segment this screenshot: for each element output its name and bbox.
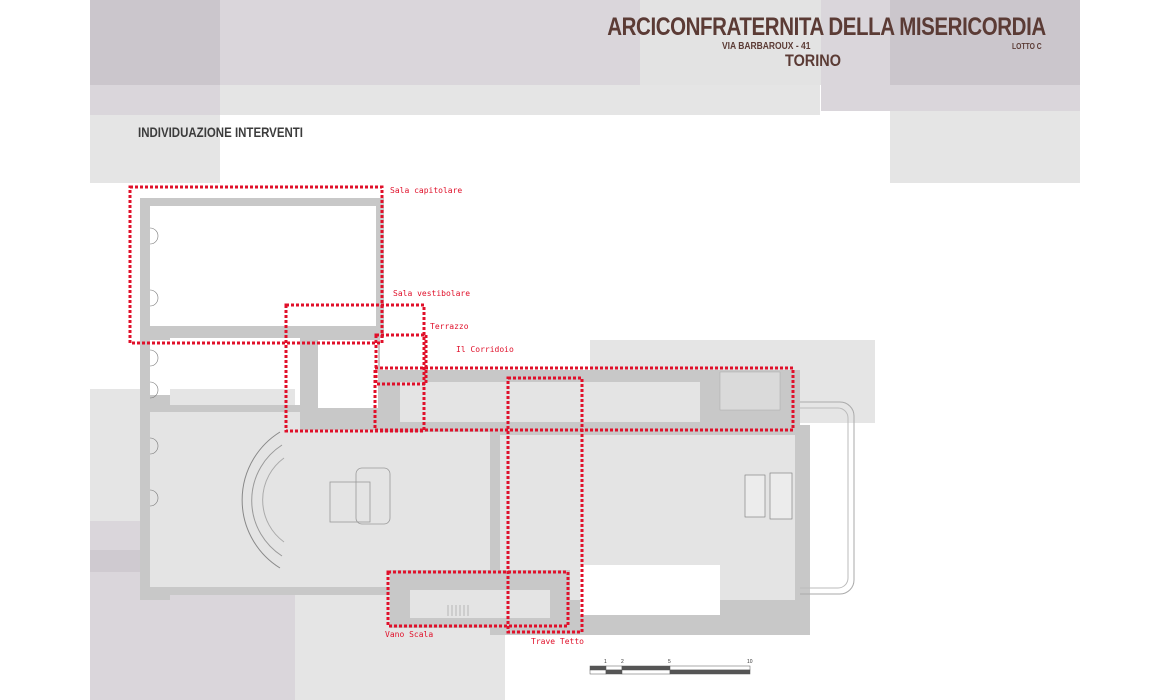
- box-sala-vestibolare: [284, 303, 426, 433]
- label-trave-tetto: Trave Tetto: [531, 637, 584, 646]
- section-title: INDIVIDUAZIONE INTERVENTI: [138, 124, 303, 140]
- label-terrazzo: Terrazzo: [430, 322, 469, 331]
- label-sala-vestibolare: Sala vestibolare: [393, 289, 471, 298]
- label-vano-scala: Vano Scala: [385, 630, 434, 639]
- bg-block: [640, 0, 821, 85]
- bg-block: [890, 85, 1080, 111]
- box-terrazzo: [374, 333, 428, 386]
- altar: [329, 481, 371, 523]
- bg-block: [90, 115, 220, 183]
- scale-bar: [589, 665, 751, 675]
- east-portico: [800, 401, 855, 595]
- bg-block: [890, 111, 1080, 183]
- scale-tick: 10: [747, 659, 753, 665]
- box-trave-tetto-upper: [506, 376, 584, 634]
- scale-tick: 1: [604, 659, 607, 665]
- bg-block: [220, 0, 640, 85]
- box-sala-capitolare: [128, 185, 384, 345]
- project-title: ARCICONFRATERNITA DELLA MISERICORDIA: [607, 13, 1047, 41]
- label-sala-capitolare: Sala capitolare: [390, 186, 463, 195]
- bg-block: [220, 85, 820, 115]
- intervention-boxes: [128, 185, 795, 634]
- bg-block: [90, 85, 220, 115]
- project-city: TORINO: [785, 51, 841, 70]
- scale-tick: 5: [668, 659, 671, 665]
- bg-block: [890, 0, 1080, 85]
- scale-tick: 2: [621, 659, 624, 665]
- bg-block: [90, 0, 220, 85]
- project-lot: LOTTO C: [1012, 42, 1042, 51]
- label-corridoio: Il Corridoio: [456, 345, 514, 354]
- bg-block: [821, 0, 890, 111]
- floor-plan-walls: [140, 198, 855, 635]
- apse-seating: [241, 431, 281, 569]
- box-vano-scala: [386, 570, 570, 628]
- project-address: VIA BARBAROUX - 41: [722, 41, 811, 52]
